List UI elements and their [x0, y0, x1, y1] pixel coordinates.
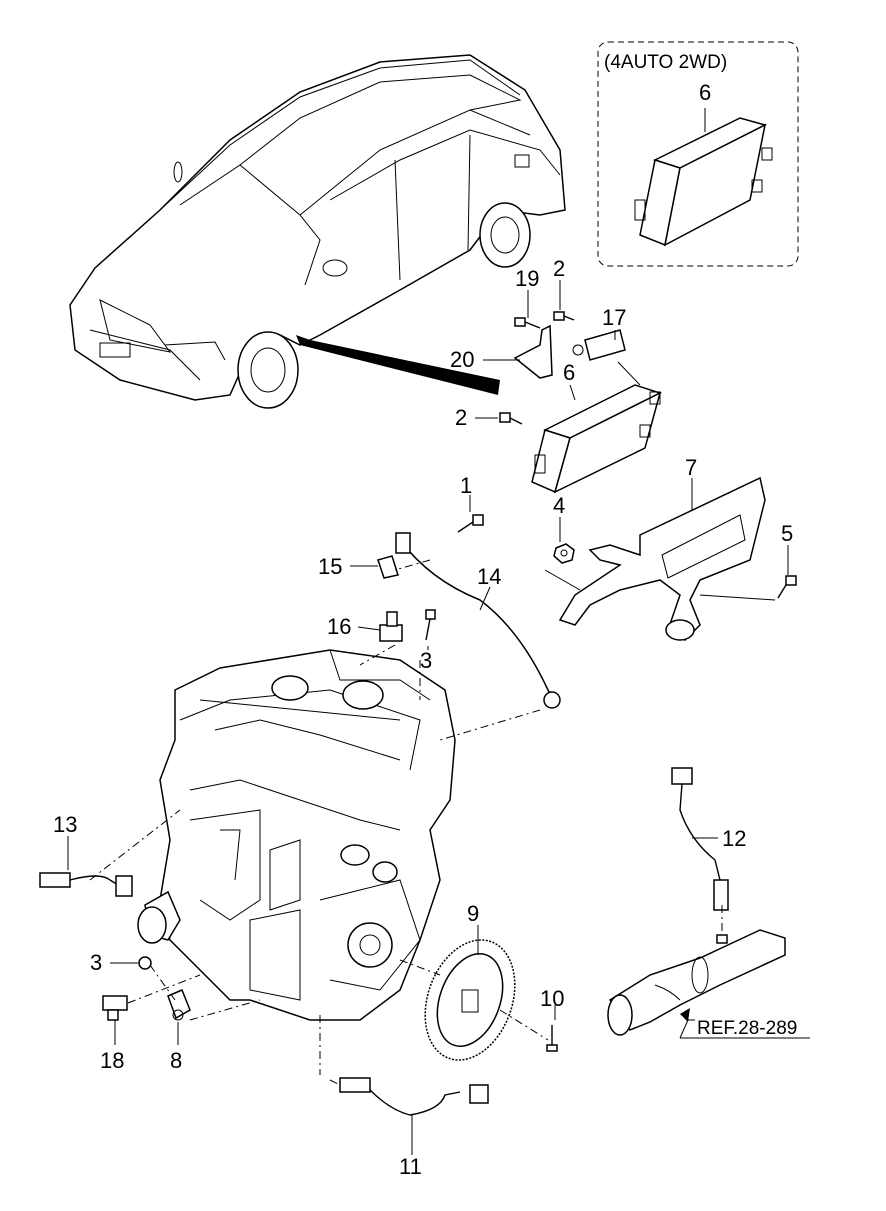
callout-12: 12: [722, 826, 746, 851]
callout-13: 13: [53, 812, 77, 837]
sensor-18: [102, 995, 128, 1021]
leader-lines: [67, 280, 810, 1155]
callout-15: 15: [318, 554, 342, 579]
wire-harness-14: [395, 532, 561, 709]
callout-19: 19: [515, 266, 539, 291]
bolt-3-lower: [138, 956, 152, 970]
ecu-assembly: [499, 311, 662, 494]
variant-box-title: (4AUTO 2WD): [604, 52, 727, 73]
clip-15: [377, 555, 399, 579]
variant-box: (4AUTO 2WD) 6: [597, 41, 799, 267]
bolt-10: [546, 1025, 558, 1052]
callout-20: 20: [450, 347, 474, 372]
callout-2-upper: 2: [553, 256, 565, 281]
exhaust-catalytic-converter: [607, 929, 786, 1036]
oxygen-sensor-11: [339, 1077, 489, 1116]
nut-4: [544, 543, 581, 591]
callout-labels: 1 2 2 3 3 4 5 6 7 8 9 10 11 12 13 14 15 …: [53, 256, 797, 1179]
callout-4: 4: [553, 493, 565, 518]
oxygen-sensor-12: [671, 767, 729, 944]
callout-8: 8: [170, 1048, 182, 1073]
oxygen-sensor-13: [39, 872, 133, 897]
engine-block: [137, 649, 456, 1021]
sensor-8: [167, 989, 191, 1021]
bolt-1: [457, 514, 484, 533]
callout-11: 11: [399, 1154, 422, 1179]
bolt-2-upper: [553, 311, 575, 321]
callout-2-lower: 2: [455, 405, 467, 430]
callout-3-upper: 3: [420, 648, 432, 673]
bolt-3-upper: [425, 609, 436, 641]
variant-box-part-number: 6: [699, 80, 711, 105]
car-illustration: [69, 54, 566, 409]
callout-16: 16: [327, 614, 351, 639]
callout-1: 1: [460, 473, 472, 498]
sensor-16: [379, 611, 403, 642]
ecu-module-variant: [634, 117, 773, 247]
bolt-5: [777, 575, 797, 599]
callout-7: 7: [685, 455, 697, 480]
callout-14: 14: [477, 564, 501, 589]
callout-18: 18: [100, 1048, 124, 1073]
callout-10: 10: [540, 986, 564, 1011]
flexplate-9: [424, 939, 516, 1061]
callout-5: 5: [781, 521, 793, 546]
callout-3-lower: 3: [90, 950, 102, 975]
mount-bracket-7: [558, 476, 776, 641]
callout-9: 9: [467, 901, 479, 926]
bolt-2-lower: [499, 412, 523, 425]
reference-label[interactable]: REF.28-289: [697, 1018, 797, 1039]
callout-6: 6: [563, 360, 575, 385]
bolt-19: [514, 317, 541, 329]
callout-17: 17: [602, 305, 626, 330]
